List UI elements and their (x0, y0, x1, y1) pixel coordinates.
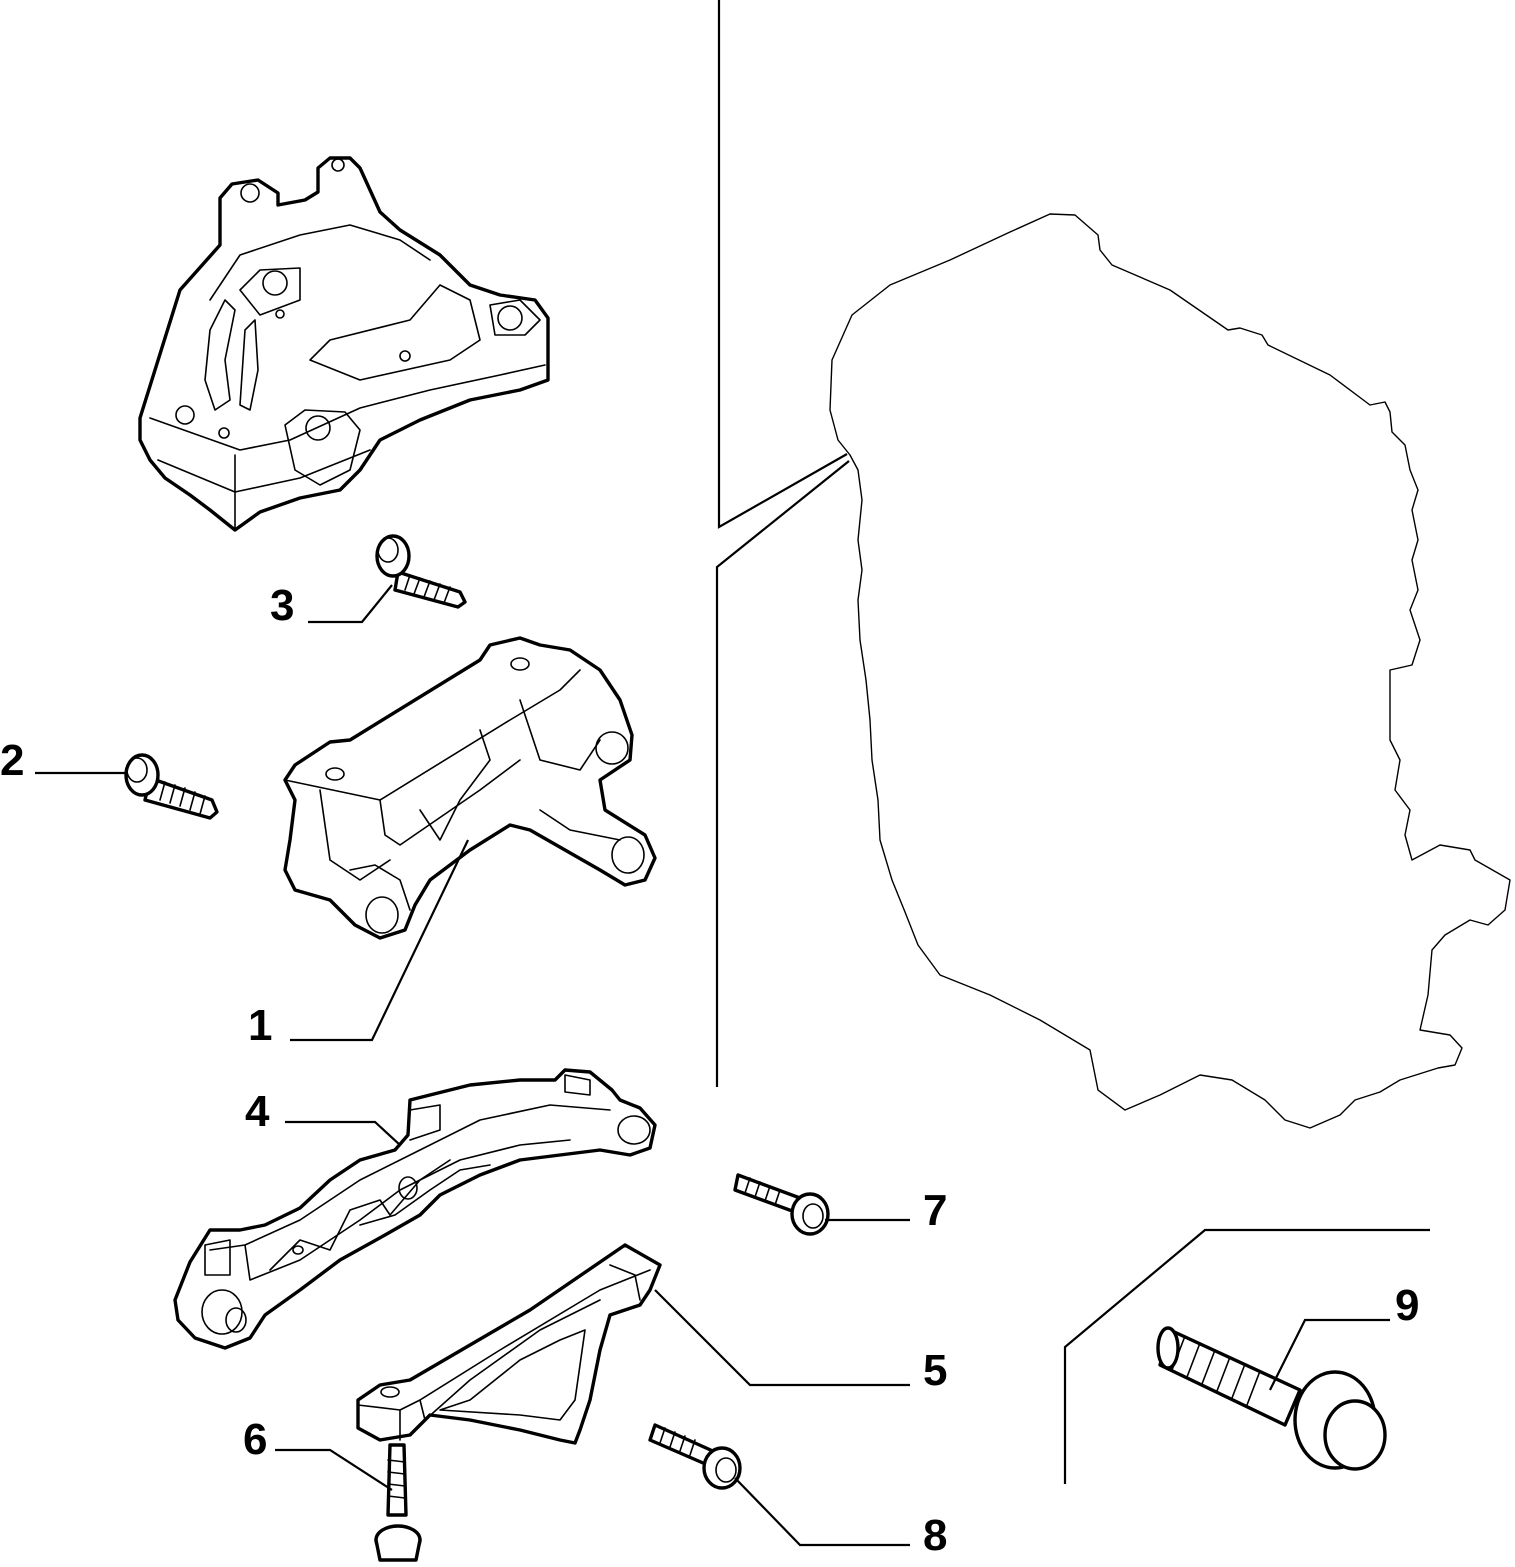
torque-arm-icon (173, 1068, 657, 1350)
callout-8: 8 (923, 1511, 947, 1560)
leader-5 (654, 1289, 910, 1387)
bolt-8-icon (648, 1423, 742, 1490)
leader-1 (290, 839, 469, 1042)
engine-mount-icon (138, 156, 550, 532)
bolt-7-icon (733, 1173, 830, 1236)
callout-5: 5 (923, 1346, 947, 1395)
callout-1: 1 (248, 1001, 272, 1050)
leader-lines (35, 584, 1390, 1547)
separator-lines (715, 0, 1430, 1484)
leader-3 (308, 584, 393, 624)
callout-2: 2 (0, 736, 24, 785)
leader-4 (285, 1120, 401, 1146)
bolt-6-icon (374, 1443, 422, 1562)
leader-6 (275, 1448, 393, 1491)
engine-outline-icon (829, 213, 1511, 1129)
callout-6: 6 (243, 1415, 267, 1464)
callout-3: 3 (270, 581, 294, 630)
callout-labels: 1 2 3 4 5 6 7 8 9 (0, 581, 1419, 1560)
callout-9: 9 (1395, 1281, 1419, 1330)
bolt-9-icon (1156, 1326, 1387, 1471)
callout-4: 4 (245, 1087, 270, 1136)
bolt-3-icon (375, 534, 467, 609)
bolt-2-icon (124, 753, 219, 820)
leader-8 (734, 1477, 910, 1547)
callout-7: 7 (923, 1186, 947, 1235)
support-bracket-icon (356, 1243, 662, 1445)
leader-9 (1269, 1318, 1390, 1391)
mount-bracket-icon (283, 636, 657, 940)
